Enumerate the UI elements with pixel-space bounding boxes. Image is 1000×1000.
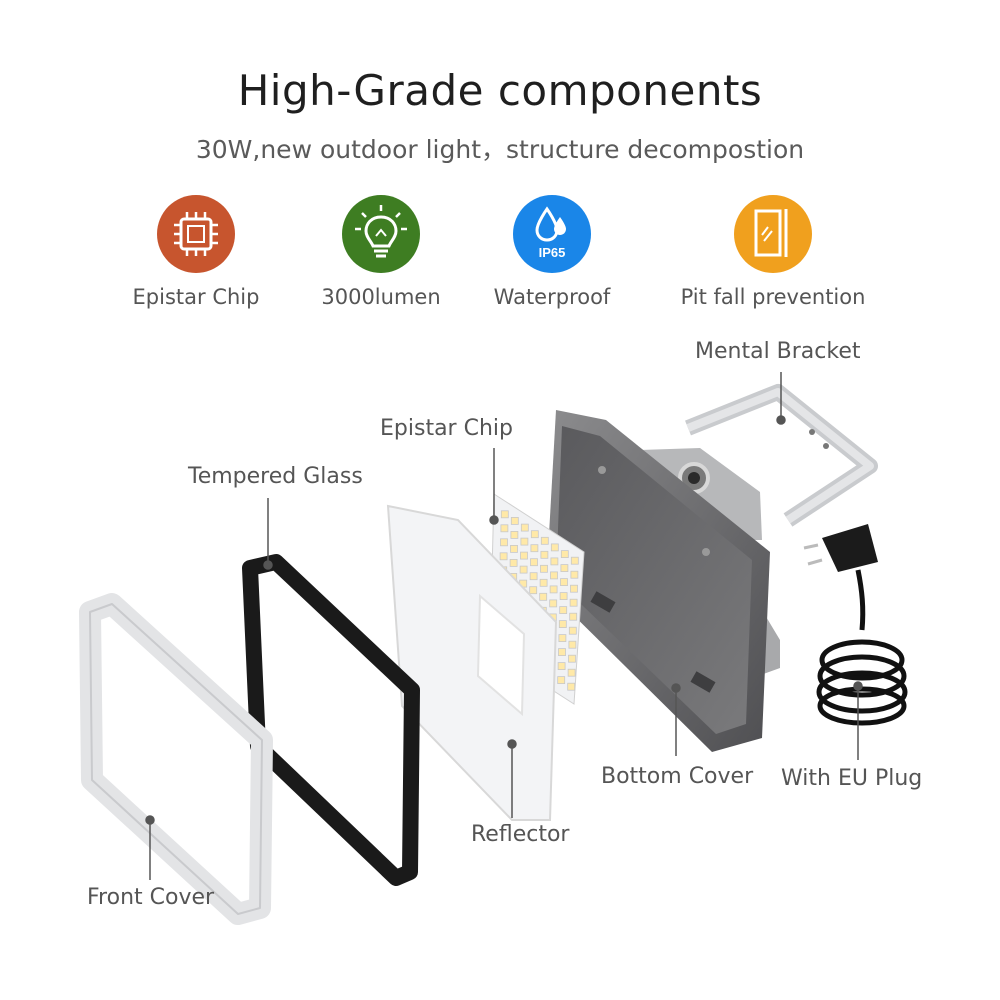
eu-plug xyxy=(803,524,908,726)
label-tempered-glass: Tempered Glass xyxy=(188,464,363,489)
led-chip xyxy=(540,550,549,559)
led-chip xyxy=(570,584,578,593)
page-title: High-Grade components xyxy=(237,66,763,115)
led-chip xyxy=(557,676,566,684)
led-chip xyxy=(560,578,568,586)
led-chip xyxy=(558,634,567,642)
led-chip xyxy=(558,648,566,656)
tempered-glass xyxy=(242,554,420,886)
led-chip xyxy=(539,592,548,601)
led-chip xyxy=(530,544,539,553)
led-chip xyxy=(567,668,576,677)
feature-pit-fall: Pit fall prevention xyxy=(673,195,873,309)
label-epistar-chip: Epistar Chip xyxy=(380,416,513,441)
led-chip xyxy=(570,570,579,579)
led-chip xyxy=(529,586,538,595)
feature-label: Pit fall prevention xyxy=(680,285,866,309)
led-chip xyxy=(549,585,558,594)
leader-lines xyxy=(145,372,863,880)
led-chip xyxy=(559,592,568,600)
feature-lumen: 3000lumen xyxy=(281,195,481,309)
led-chip xyxy=(500,524,509,533)
feature-epistar-chip: Epistar Chip xyxy=(96,195,296,309)
led-chip xyxy=(560,550,569,558)
led-chip xyxy=(499,552,508,561)
led-chip xyxy=(529,572,538,581)
led-chip xyxy=(530,558,538,567)
led-chip xyxy=(568,640,577,649)
metal-bracket xyxy=(685,384,878,527)
led-chip xyxy=(509,559,518,567)
label-bottom-cover: Bottom Cover xyxy=(601,764,754,789)
led-chip xyxy=(520,537,529,546)
led-chip xyxy=(568,654,576,663)
lightbulb-icon xyxy=(342,195,420,273)
glass-panel-icon xyxy=(734,195,812,273)
led-chip xyxy=(550,571,558,580)
led-chip xyxy=(500,510,509,519)
led-chip xyxy=(549,599,558,608)
led-chip xyxy=(519,565,528,574)
page-subtitle: 30W,new outdoor light，structure decompos… xyxy=(195,135,805,164)
led-chip xyxy=(500,538,508,547)
led-chip xyxy=(510,517,519,525)
feature-label: Waterproof xyxy=(493,285,611,309)
led-chip xyxy=(510,531,519,539)
led-chip xyxy=(540,536,549,545)
led-chip xyxy=(569,598,578,607)
led-chip xyxy=(550,557,559,566)
led-chip xyxy=(559,606,568,614)
led-chip xyxy=(567,682,576,691)
label-reflector: Reflector xyxy=(471,822,570,847)
led-chip xyxy=(570,556,579,565)
feature-label: Epistar Chip xyxy=(132,285,260,309)
led-chip xyxy=(560,564,569,572)
led-chip xyxy=(520,523,529,532)
led-chip xyxy=(558,620,567,628)
led-chip xyxy=(539,578,548,587)
led-chip xyxy=(557,662,566,670)
led-chip xyxy=(520,551,528,560)
label-mental-bracket: Mental Bracket xyxy=(695,339,861,364)
led-chip xyxy=(510,545,518,553)
label-front-cover: Front Cover xyxy=(87,885,215,910)
bottom-cover xyxy=(546,410,780,752)
led-chip xyxy=(530,530,539,539)
label-eu-plug: With EU Plug xyxy=(781,766,923,791)
led-chip xyxy=(569,612,578,621)
feature-waterproof: IP65 Waterproof xyxy=(452,195,652,309)
chip-icon xyxy=(157,195,235,273)
front-cover xyxy=(79,593,273,925)
led-chip xyxy=(550,543,559,552)
led-chip xyxy=(540,564,548,573)
water-drop-icon: IP65 xyxy=(513,195,591,273)
ip65-badge: IP65 xyxy=(539,245,566,260)
feature-label: 3000lumen xyxy=(321,285,441,309)
led-chip xyxy=(568,626,577,635)
